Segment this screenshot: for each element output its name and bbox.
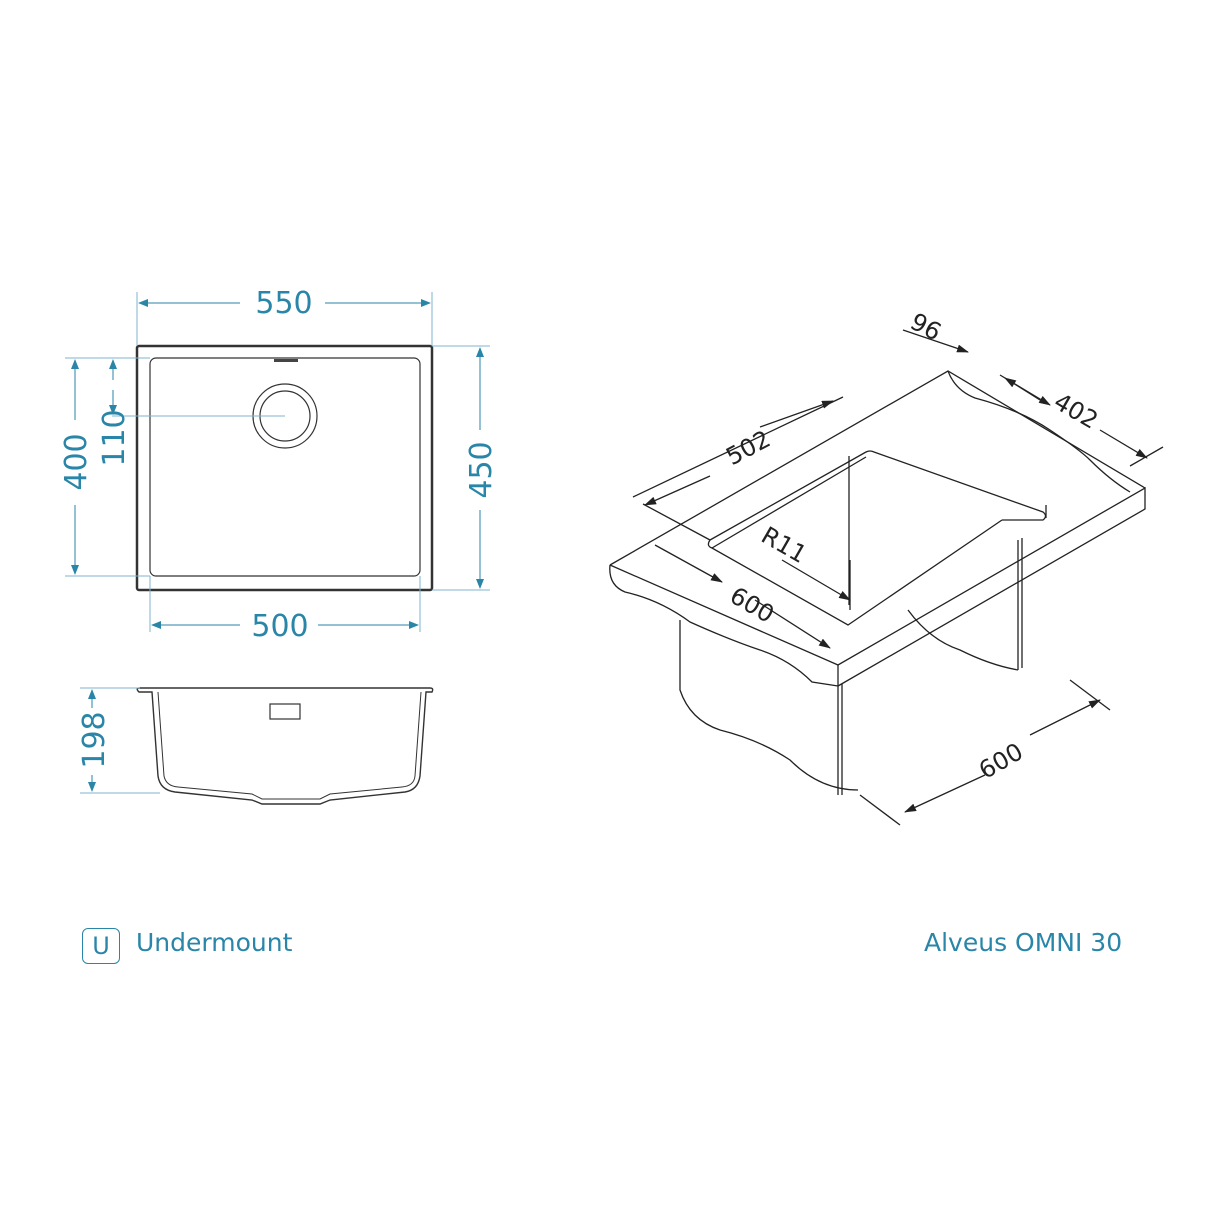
dim-width-inner: 500	[251, 609, 308, 644]
dim-depth: 198	[77, 711, 112, 768]
dim-cabinet-depth: 600	[974, 737, 1028, 784]
dim-width-outer: 550	[255, 286, 312, 321]
top-view	[65, 292, 490, 632]
overflow-slot-side	[269, 703, 301, 720]
side-view	[80, 687, 434, 805]
overflow-slot	[274, 359, 298, 362]
dim-cabinet-depth-top: 402	[1049, 387, 1103, 434]
sink-profile	[136, 687, 434, 805]
dim-drain-offset: 110	[97, 409, 132, 466]
dim-cabinet-width: 600	[725, 581, 779, 628]
mount-type-label: Undermount	[136, 928, 293, 957]
mount-type-badge: U	[82, 928, 120, 964]
sink-bowl-outline	[149, 357, 421, 577]
dim-bowl-length: 502	[721, 425, 775, 471]
dim-rim: 96	[906, 307, 946, 346]
product-name: Alveus OMNI 30	[924, 928, 1123, 957]
sink-outer-outline	[135, 344, 434, 592]
sink-profile-inner	[157, 691, 422, 800]
dim-height-outer: 450	[464, 441, 499, 498]
iso-view	[609, 329, 1164, 826]
dim-height-inner: 400	[59, 433, 94, 490]
